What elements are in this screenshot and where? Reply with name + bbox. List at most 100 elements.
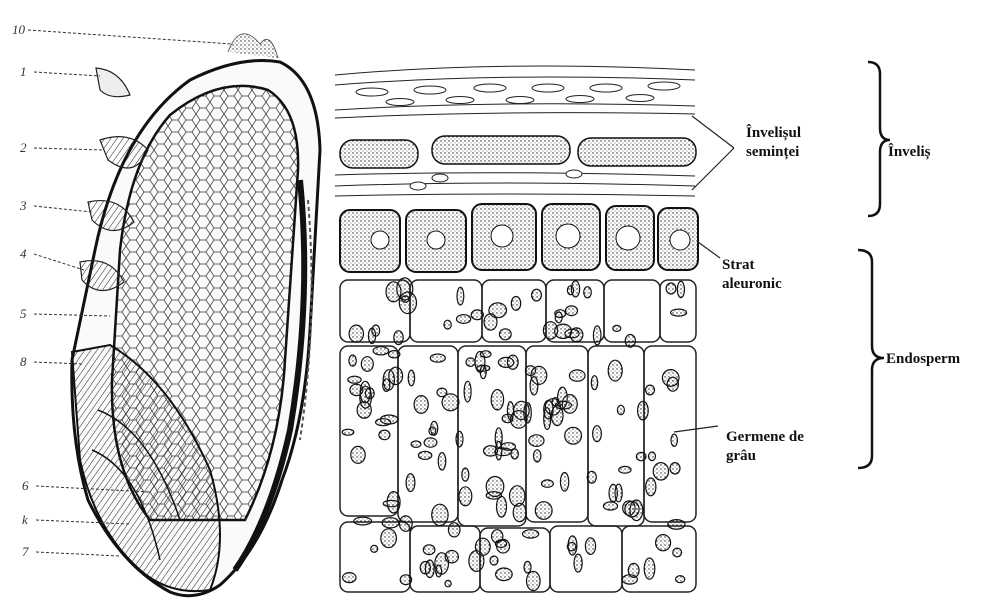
starch-granule	[351, 446, 365, 463]
starch-granule	[418, 451, 431, 459]
part-number-6: 6	[22, 478, 29, 494]
group-label-invelis: Înveliș	[888, 143, 931, 162]
starch-granule	[603, 502, 617, 510]
label-strat-aleuronic: Strat aleuronic	[722, 256, 782, 294]
starch-granule	[636, 452, 646, 460]
starch-granule	[496, 441, 502, 460]
starch-granule	[529, 435, 544, 447]
starch-granule	[671, 309, 687, 316]
starch-granule	[457, 315, 471, 324]
part-number-8: 8	[20, 354, 27, 370]
starch-granule	[513, 503, 526, 521]
starch-granule	[475, 538, 490, 555]
starch-granule	[429, 427, 436, 435]
starch-granule	[495, 540, 506, 547]
starch-granule	[394, 331, 403, 345]
starch-granule	[628, 563, 639, 577]
starch-granule	[613, 325, 621, 331]
starch-granule	[387, 492, 400, 513]
starch-granule	[435, 553, 449, 574]
label-line: Strat	[722, 256, 782, 275]
starch-granule	[617, 405, 624, 414]
starch-granule	[649, 452, 656, 461]
starch-granule	[646, 385, 655, 395]
starch-granule	[497, 496, 507, 517]
starch-granule	[399, 516, 412, 531]
starch-granule	[666, 283, 676, 294]
starch-granule	[544, 408, 551, 430]
starch-granule	[574, 554, 582, 572]
starch-granule	[349, 325, 363, 342]
starch-granule	[459, 487, 472, 506]
starch-granule	[420, 562, 430, 574]
starch-granule	[532, 289, 542, 301]
starch-granule	[502, 414, 513, 422]
starch-granule	[615, 484, 622, 502]
starch-granule	[585, 538, 595, 555]
starch-granule	[527, 571, 541, 590]
starch-granule	[484, 314, 497, 330]
starch-granule	[371, 545, 378, 552]
starch-granule	[424, 438, 437, 447]
label-line: grâu	[726, 447, 804, 466]
part-number-10: 10	[12, 22, 25, 38]
grain-section-drawing	[28, 30, 320, 596]
starch-granule	[381, 529, 397, 548]
starch-granule	[569, 370, 585, 381]
label-line: aleuronic	[722, 275, 782, 294]
starch-granule	[400, 575, 411, 585]
starch-granule	[668, 520, 685, 530]
starch-granule	[524, 561, 531, 573]
starch-granule	[373, 347, 389, 355]
starch-granule	[386, 282, 401, 302]
group-label-endosperm: Endosperm	[886, 350, 960, 369]
starch-granule	[535, 502, 552, 520]
starch-granule	[514, 401, 530, 419]
starch-granule	[430, 354, 445, 362]
starch-granule	[608, 360, 622, 381]
label-invelisul-semintei: Învelișul semințeі	[746, 124, 801, 162]
starch-granule	[542, 480, 554, 487]
starch-granule	[593, 426, 602, 442]
starch-granule	[531, 366, 547, 384]
starch-granule	[499, 329, 511, 340]
part-number-5: 5	[20, 306, 27, 322]
starch-granule	[491, 390, 503, 410]
brace-invelis	[868, 62, 890, 216]
starch-granule	[348, 376, 361, 383]
starch-granule	[496, 568, 513, 581]
starch-granule	[438, 453, 446, 470]
starch-granule	[462, 468, 469, 481]
layers-section-drawing	[335, 66, 698, 592]
starch-granule	[565, 427, 582, 444]
starch-granule	[379, 430, 390, 440]
brace-endosperm	[858, 250, 884, 468]
starch-granule	[342, 429, 354, 435]
starch-granule	[677, 281, 684, 297]
starch-granule	[555, 402, 571, 410]
starch-granule	[456, 431, 463, 447]
starch-granule	[442, 394, 459, 411]
starch-granule	[498, 357, 513, 367]
starch-granule	[591, 376, 597, 390]
starch-granule	[511, 297, 520, 311]
part-number-7: 7	[22, 544, 29, 560]
starch-granule	[662, 370, 679, 387]
starch-granule	[625, 335, 635, 348]
starch-granule	[354, 517, 372, 525]
starch-granule	[644, 558, 655, 579]
starch-granule	[486, 492, 501, 499]
part-number-1: 1	[20, 64, 27, 80]
starch-granule	[406, 474, 415, 492]
starch-granule	[555, 312, 562, 323]
starch-granule	[656, 535, 671, 551]
starch-granule	[471, 310, 483, 320]
starch-granule	[423, 545, 435, 555]
starch-granule	[671, 434, 677, 446]
label-germene-de-grau: Germene de grâu	[726, 428, 804, 466]
starch-granule	[382, 518, 399, 528]
starch-granule	[567, 543, 576, 551]
starch-granule	[361, 357, 373, 372]
starch-granule	[653, 463, 668, 480]
starch-granule	[389, 351, 400, 358]
